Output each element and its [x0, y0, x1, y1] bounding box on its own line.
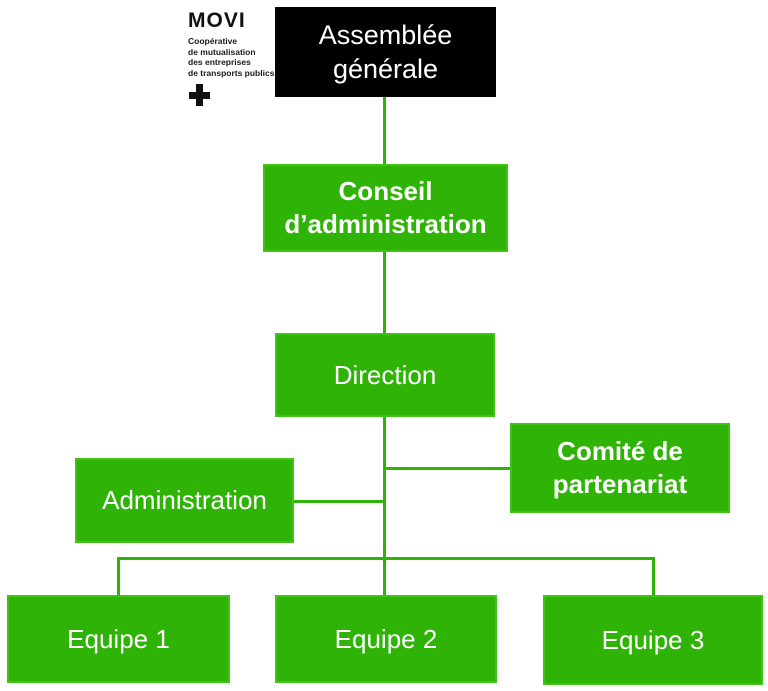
movi-tagline-line: Coopérative: [188, 36, 238, 46]
connector-drop-equipe3: [652, 557, 655, 595]
node-conseil-administration: Conseil d’administration: [263, 164, 508, 252]
movi-tagline-line: de mutualisation: [188, 46, 256, 57]
node-equipe-1: Equipe 1: [7, 595, 230, 683]
connector-branch-administration: [294, 500, 384, 503]
movi-brand-text: MOVI: [188, 9, 246, 32]
connector-drop-equipe1: [117, 557, 120, 595]
plus-icon: [189, 84, 210, 106]
movi-tagline-line: des entreprises: [188, 57, 251, 67]
movi-logo: MOVI Coopérative de mutualisation des en…: [188, 10, 278, 106]
connector-conseil-direction: [383, 252, 386, 333]
node-equipe-3: Equipe 3: [543, 595, 763, 685]
connector-assemblee-conseil: [383, 97, 386, 164]
node-comite-partenariat: Comité de partenariat: [510, 423, 730, 513]
node-equipe-2: Equipe 2: [275, 595, 497, 683]
node-direction: Direction: [275, 333, 495, 417]
connector-branch-comite: [384, 467, 510, 470]
connector-direction-trunk: [383, 417, 386, 595]
connector-distribution-bar: [117, 557, 655, 560]
node-administration: Administration: [75, 458, 294, 543]
node-assemblee-generale: Assemblée générale: [275, 7, 496, 97]
movi-tagline: Coopérative de mutualisation des entrepr…: [188, 36, 278, 78]
movi-tagline-line: de transports publics: [188, 67, 275, 78]
